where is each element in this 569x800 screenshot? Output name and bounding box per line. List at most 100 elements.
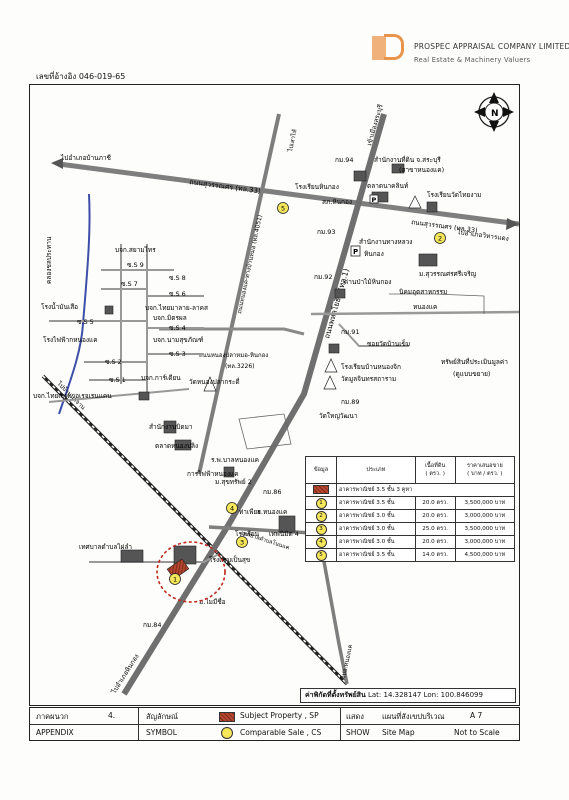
hospital-label: ร.พ.บาลหนองแค	[211, 456, 259, 464]
soi-s4-label: ซ.S 4	[169, 324, 186, 332]
legend-comparable-label: Comparable Sale , CS	[240, 728, 322, 737]
cs-badge-4: 4	[315, 536, 327, 548]
north-arrow: N	[474, 92, 514, 132]
to-phetchabun-top-label: ไปเสาไห้	[286, 128, 299, 153]
coordinates-box: ค่าพิกัดที่ตั้งทรัพย์สิน Lat: 14.328147 …	[300, 688, 516, 703]
road-phahonyothin	[121, 113, 387, 696]
comparable-3-number: 3	[240, 539, 244, 547]
table-row: 4 อาคารพาณิชย์ 3.0 ชั้น 20.0 ตรว. 3,000,…	[305, 535, 516, 549]
station-label: การไฟฟ้าหนองแค	[187, 470, 239, 478]
comparable-2: 2	[434, 232, 446, 244]
col-price-unit: ( บาท / ตรว. )	[467, 471, 503, 477]
cs-area: 20.0 ตรว.	[414, 509, 456, 523]
sheet-number: A 7	[470, 711, 483, 720]
wat-sa-label: วัดมูลจินทรสถาราม	[341, 375, 396, 383]
km86-label: กม.86	[263, 488, 282, 496]
comparable-sales-table: ข้อมูล ประเภท เนื้อที่ดิน( ตรว. ) ราคาเส…	[305, 456, 516, 562]
bk-kan-label: บจก.การ์เดียน	[141, 374, 181, 382]
table-row: 1 อาคารพาณิชย์ 3.5 ชั้น 20.0 ตรว. 3,500,…	[305, 496, 516, 510]
table-row: 2 อาคารพาณิชย์ 3.0 ชั้น 20.0 ตรว. 3,000,…	[305, 509, 516, 523]
cs-price: 3,500,000 บาท	[454, 496, 516, 510]
symbol-th: สัญลักษณ์	[146, 712, 179, 721]
factory-a-label: โรงน้ำมันเสือ	[41, 302, 78, 311]
field-area	[238, 413, 292, 450]
road-nongkhae-banmo-label: ถนนหนองแค-ทางบ้านหมอ (ทล.4051)	[236, 214, 264, 314]
cs-area: 14.0 ตรว.	[414, 548, 456, 562]
road-ban-khem	[338, 323, 409, 347]
cs-badge-2: 2	[315, 510, 327, 522]
legend-divider-2	[340, 708, 341, 740]
road-to-nongkhae	[317, 533, 349, 685]
gas-station-glyph: P	[353, 248, 358, 256]
col-area-label: เนื้อที่ดิน	[425, 463, 446, 469]
appendix-en: APPENDIX	[36, 728, 74, 737]
wat-yai-label: วัดใหญ่วัฒนา	[319, 412, 358, 420]
customs-label: ด่านป่าไม้หินกอง	[344, 278, 391, 286]
km89-label: กม.89	[341, 398, 360, 406]
comparable-5-number: 5	[281, 205, 285, 213]
cs-price: 3,000,000 บาท	[454, 509, 516, 523]
table-row-subject: อาคารพาณิชย์ 3.5 ชั้น 3 คูหา	[305, 483, 515, 497]
appendix-number: 4.	[108, 711, 116, 720]
comparable-1: 1	[169, 573, 181, 585]
km94-label: กม.94	[335, 156, 354, 164]
bk-thai-bev-label: บจก.ไทยเบฟเวอเรจเรนแคน	[33, 392, 112, 400]
cs-type: อาคารพาณิชย์ 3.5 ชั้น	[336, 496, 416, 510]
comparable-4: 4	[226, 502, 238, 514]
road-suwannasorn-label: ถนนสุวรรณศร (ทล.33)	[189, 178, 262, 195]
school-sukhum-label: โรงแรมเป็นสุข	[209, 555, 250, 564]
wat-nong-plamo-label: วัดหนองปลากระดี่	[189, 377, 240, 386]
cs-type: อาคารพาณิชย์ 3.5 ชั้น	[336, 548, 416, 562]
cs-area: 20.0 ตรว.	[414, 496, 456, 510]
km92-label: กม.92	[314, 273, 333, 281]
col-price: ราคาเสนอขาย ( บาท / ตรว. )	[454, 456, 516, 484]
col-symbol: ข้อมูล	[305, 456, 337, 484]
nongkhae-school-label-2: เทพนิมิต 4	[269, 530, 299, 538]
map-type-en: Site Map	[382, 728, 415, 737]
comparable-2-number: 2	[438, 235, 442, 243]
bk-siam-label: บจก.สยามไทร	[115, 246, 156, 254]
legend-comparable-swatch	[221, 727, 233, 739]
road-suwannasorn	[58, 161, 520, 227]
north-label: N	[491, 109, 499, 119]
symbol-en: SYMBOL	[146, 728, 177, 737]
soi-s6-label: ซ.S 6	[169, 290, 186, 298]
road-nongkhae-banmo	[197, 113, 281, 475]
cs-type: อาคารพาณิชย์ 3.0 ชั้น	[336, 522, 416, 536]
cs-badge-5: 5	[315, 549, 327, 561]
soi-s9-label: ซ.S 9	[127, 261, 144, 269]
highway-office-label: สำนักงานทางหลวง	[359, 238, 412, 246]
legend-divider-h	[30, 724, 519, 725]
land-office-label-2: (สาขาหนองแค)	[399, 166, 444, 174]
local-roads	[48, 244, 204, 403]
subject-village-label: ม.ไมมีชื่อ	[199, 597, 226, 606]
col-price-label: ราคาเสนอขาย	[466, 463, 503, 469]
legend-subject-swatch	[219, 712, 235, 722]
canal	[58, 193, 91, 415]
cs-area: 20.0 ตรว.	[414, 535, 456, 549]
table-header-row: ข้อมูล ประเภท เนื้อที่ดิน( ตรว. ) ราคาเส…	[305, 456, 516, 484]
market-label: ตลาดหนองปลิง	[155, 442, 198, 450]
bk-mitr-label: บจก.มิตรผล	[153, 314, 187, 322]
map-frame	[29, 84, 520, 706]
company-logo-mark	[372, 34, 406, 62]
railway-ticks	[42, 375, 348, 685]
asset-office-label: ทรัพย์สินที่ประเมินมูลค่า	[441, 357, 508, 366]
col-area: เนื้อที่ดิน( ตรว. )	[414, 456, 456, 484]
col-type: ประเภท	[336, 456, 416, 484]
show-th: แสดง	[346, 712, 364, 721]
gas-station-icon	[350, 245, 361, 257]
comparable-1-number: 1	[173, 576, 177, 584]
legend-bar: ภาคผนวก 4. APPENDIX สัญลักษณ์ SYMBOL Sub…	[29, 707, 520, 741]
appendix-th: ภาคผนวก	[36, 712, 69, 721]
industrial-label: นิคมอุตสาหกรรม	[399, 288, 447, 296]
road-lower-local	[89, 553, 220, 563]
arrow-left-road33	[51, 158, 63, 169]
reference-number: เลขที่อ้างอิง 046-019-65	[36, 72, 126, 81]
tesaban-label: เทศบาลตำบลไผ่ลำ	[79, 543, 132, 551]
company-logo: PROSPEC APPRAISAL COMPANY LIMITED Real E…	[372, 34, 569, 68]
police-glyph: P	[372, 196, 377, 204]
company-tagline: Real Estate & Machinery Valuers	[414, 56, 531, 64]
temple-icons	[203, 195, 422, 392]
scale-note: Not to Scale	[454, 728, 500, 737]
